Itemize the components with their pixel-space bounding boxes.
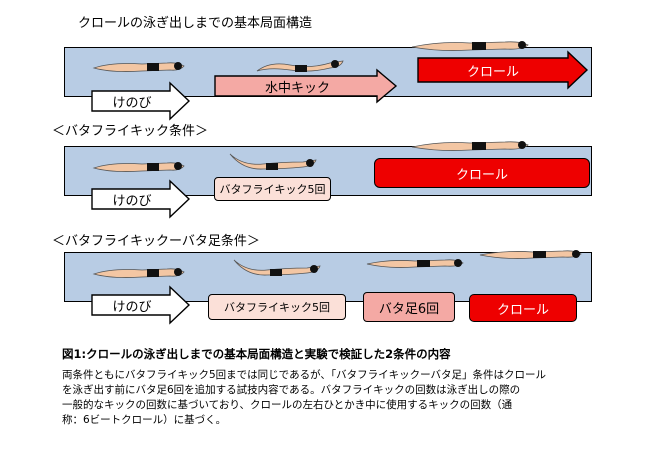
swimmer-dolphin-kick-icon [229, 153, 317, 170]
swimmer-glide-icon [92, 162, 185, 172]
glide-arrow [91, 81, 191, 121]
section-1-title: クロールの泳ぎ出しまでの基本局面構造 [78, 16, 313, 31]
swimmer-crawl-icon [411, 141, 529, 151]
caption-line: を泳ぎ出す前にバタ足6回を追加する試技内容である。バタフライキックの回数は泳ぎ出… [62, 384, 521, 396]
caption-line: 両条件ともにバタフライキック5回までは同じであるが、「バタフライキックーバタ足」… [62, 369, 547, 381]
swimmer-glide-icon [92, 62, 185, 72]
swimmer-crawl-icon [411, 41, 529, 51]
crawl-box: クロール [374, 158, 590, 188]
crawl-box: クロール [469, 294, 577, 322]
section-2-title: ＜バタフライキック条件＞ [52, 124, 209, 139]
figure-caption-title: 図1:クロールの泳ぎ出しまでの基本局面構造と実験で検証した2条件の内容 [62, 347, 451, 361]
swimmer-crawl-icon [479, 250, 582, 259]
glide-label: けのび [112, 95, 152, 111]
glide-label: けのび [112, 193, 152, 209]
figure-caption-body: 両条件ともにバタフライキック5回までは同じであるが、「バタフライキックーバタ足」… [62, 368, 602, 428]
caption-line: 一般的なキックの回数に基づいており、クロールの左右ひとかき中に使用するキックの回… [62, 399, 513, 411]
glide-arrow [91, 285, 191, 325]
crawl-label: クロール [466, 64, 519, 80]
butterfly-kick-box: バタフライキック5回 [214, 177, 331, 201]
underwater-kick-arrow [214, 68, 398, 104]
underwater-kick-label: 水中キック [264, 80, 330, 96]
swimmer-underwater-kick-icon [256, 60, 344, 72]
glide-label: けのび [112, 299, 152, 315]
flutter-kick-box: バタ足6回 [363, 292, 455, 322]
swimmer-glide-icon [92, 268, 185, 278]
caption-line: 称：6ビートクロール）に基づく。 [62, 414, 227, 426]
butterfly-kick-box: バタフライキック5回 [208, 294, 346, 320]
crawl-arrow [417, 50, 589, 90]
swimmer-flutter-kick-icon [366, 259, 464, 268]
glide-arrow [91, 179, 191, 219]
section-3-title: ＜バタフライキックーバタ足条件＞ [52, 234, 260, 249]
swimmer-dolphin-kick-icon [233, 259, 321, 276]
